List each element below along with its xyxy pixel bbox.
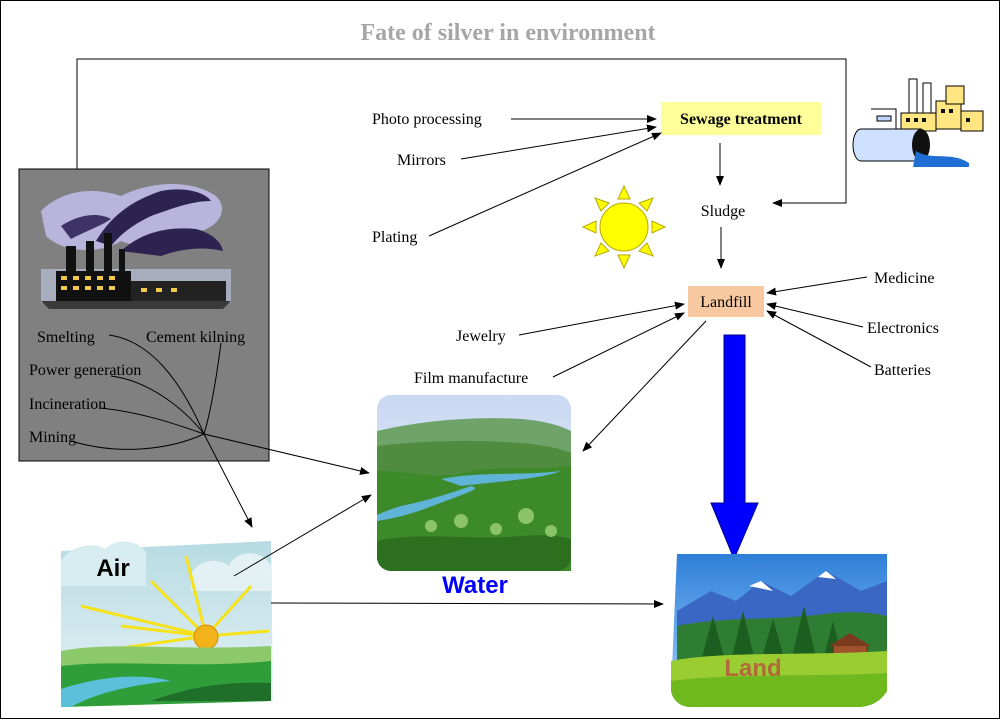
batteries-to-landfill-arrow xyxy=(766,310,872,368)
source-plating: Plating xyxy=(372,229,417,246)
factory-smoke-icon xyxy=(41,183,231,309)
air-label: Air xyxy=(96,555,129,582)
source-mining: Mining xyxy=(29,429,76,446)
sun-icon xyxy=(581,184,667,270)
film-to-landfill-arrow xyxy=(552,312,685,378)
source-power-generation: Power generation xyxy=(29,362,141,379)
input-batteries: Batteries xyxy=(874,362,931,379)
land-landscape-icon: Land xyxy=(671,554,887,707)
input-jewelry: Jewelry xyxy=(456,328,506,345)
landfill-to-water-arrow xyxy=(582,320,707,452)
diagram-title: Fate of silver in environment xyxy=(360,20,655,46)
source-incineration: Incineration xyxy=(29,396,106,413)
input-electronics: Electronics xyxy=(867,320,939,337)
input-medicine: Medicine xyxy=(874,270,934,287)
landfill-to-land-big-arrow xyxy=(710,334,759,561)
industry-to-sludge-arrow xyxy=(76,58,847,207)
input-film-manufacture: Film manufacture xyxy=(414,370,528,387)
electronics-to-landfill-arrow xyxy=(766,302,864,328)
air-landscape-icon: Air xyxy=(61,541,273,707)
air-to-water-arrow xyxy=(233,494,372,577)
water-label: Water xyxy=(442,572,508,599)
sludge-label: Sludge xyxy=(701,203,745,220)
source-smelting: Smelting xyxy=(37,329,95,346)
medicine-to-landfill-arrow xyxy=(766,276,868,296)
industry-to-air-arrow xyxy=(203,433,253,528)
industry-panel: Smelting Cement kilning Power generation… xyxy=(18,168,270,462)
source-mirrors: Mirrors xyxy=(397,152,446,169)
land-label: Land xyxy=(724,655,781,682)
source-cement-kilning: Cement kilning xyxy=(146,329,245,346)
sewage-plant-icon xyxy=(852,78,984,167)
source-photo-processing: Photo processing xyxy=(372,111,482,128)
mirrors-to-sewage-arrow xyxy=(460,124,657,160)
sewage-treatment-node: Sewage treatment xyxy=(661,102,821,135)
landfill-label: Landfill xyxy=(700,294,752,311)
industry-to-water-arrow xyxy=(203,433,370,475)
water-landscape-icon: Water xyxy=(377,395,571,599)
landfill-node: Landfill xyxy=(688,286,764,317)
source-convergence-lines xyxy=(70,334,222,450)
air-to-land-arrow xyxy=(270,599,664,608)
sewage-treatment-label: Sewage treatment xyxy=(680,111,803,128)
jewelry-to-landfill-arrow xyxy=(518,301,685,336)
plating-to-sewage-arrow xyxy=(428,132,662,237)
